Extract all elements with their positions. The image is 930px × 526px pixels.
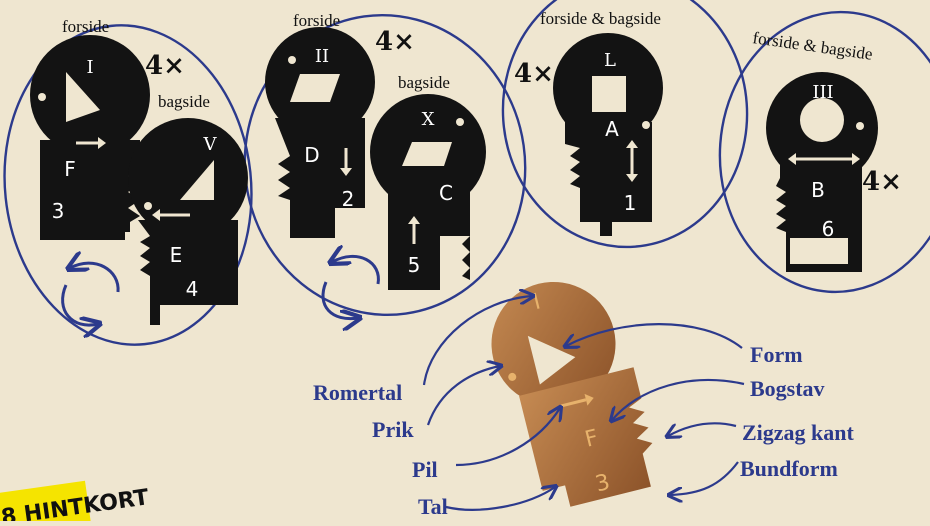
key-2-back-letter: C	[439, 181, 453, 205]
key-2-back-roman: X	[422, 109, 435, 130]
label-bundform: Bundform	[740, 456, 838, 481]
circle-shape	[800, 98, 844, 142]
label-key2-back: bagside	[398, 73, 450, 92]
label-tal: Tal	[418, 494, 448, 519]
multiplier-1: 4×	[145, 51, 185, 81]
label-zigzag-kant: Zigzag kant	[742, 420, 855, 445]
label-pil: Pil	[412, 457, 438, 482]
key-4-roman: III	[812, 82, 833, 103]
flip-arrows-icon	[63, 263, 119, 325]
label-form: Form	[750, 342, 803, 367]
key-1-front-letter: F	[64, 157, 76, 181]
key-4-letter: B	[811, 178, 825, 202]
key-3-roman: L	[604, 50, 616, 71]
bronze-key: I F 3	[478, 266, 662, 516]
label-bogstav: Bogstav	[750, 376, 825, 401]
label-key1-front: forside	[62, 17, 109, 36]
label-key1-back: bagside	[158, 92, 210, 111]
label-prik: Prik	[372, 417, 414, 442]
key-2-front-roman: II	[315, 46, 329, 67]
square-shape	[592, 76, 626, 112]
key-1-back-roman: V	[203, 134, 218, 155]
dot	[38, 93, 46, 101]
key-3-letter: A	[605, 117, 619, 141]
key-2-front-letter: D	[304, 143, 319, 167]
key-3-number: 1	[624, 191, 637, 215]
label-key4-sides: forside & bagside	[751, 28, 873, 64]
key-2-back-number: 5	[408, 253, 421, 277]
label-key3-sides: forside & bagside	[540, 9, 661, 28]
hint-card-badge: 8 HINTKORT	[0, 472, 151, 521]
key-1-back-letter: E	[170, 243, 183, 267]
multiplier-3: 4×	[514, 59, 554, 89]
label-romertal: Romertal	[313, 380, 402, 405]
multiplier-2: 4×	[375, 27, 415, 57]
key-1-front-number: 3	[52, 199, 65, 223]
key-1-back-number: 4	[186, 277, 199, 301]
label-key2-front: forside	[293, 11, 340, 30]
key-2-front-number: 2	[342, 187, 355, 211]
key-1-front-roman: I	[86, 57, 93, 78]
key-4-number: 6	[822, 217, 835, 241]
multiplier-4: 4×	[862, 167, 902, 197]
